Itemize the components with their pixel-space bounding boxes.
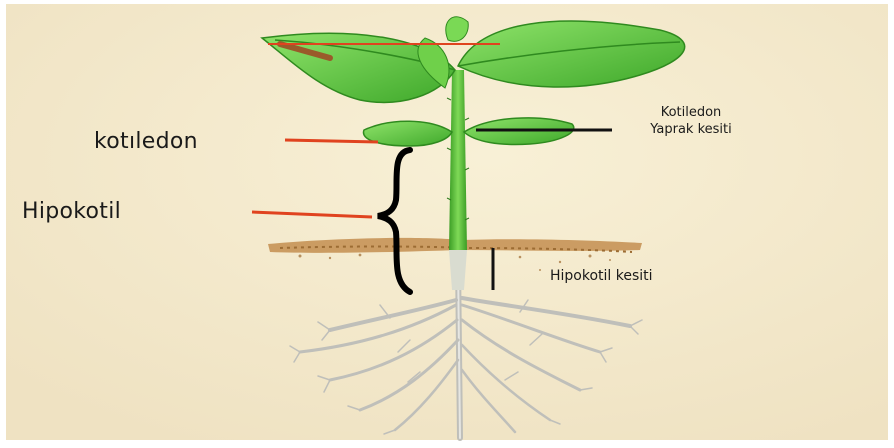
pointer-kotiledon	[285, 140, 378, 142]
label-hipokotil: Hipokotil	[22, 199, 121, 224]
label-kotiledon-kesit-line2: Yaprak kesiti	[625, 121, 757, 138]
label-hipokotil-kesiti: Hipokotil kesiti	[550, 268, 653, 285]
label-kotiledon-yaprak-kesiti: Kotiledon Yaprak kesiti	[625, 104, 757, 138]
label-kotiledon: kotıledon	[94, 129, 198, 154]
label-kotiledon-kesit-line1: Kotiledon	[625, 104, 757, 121]
